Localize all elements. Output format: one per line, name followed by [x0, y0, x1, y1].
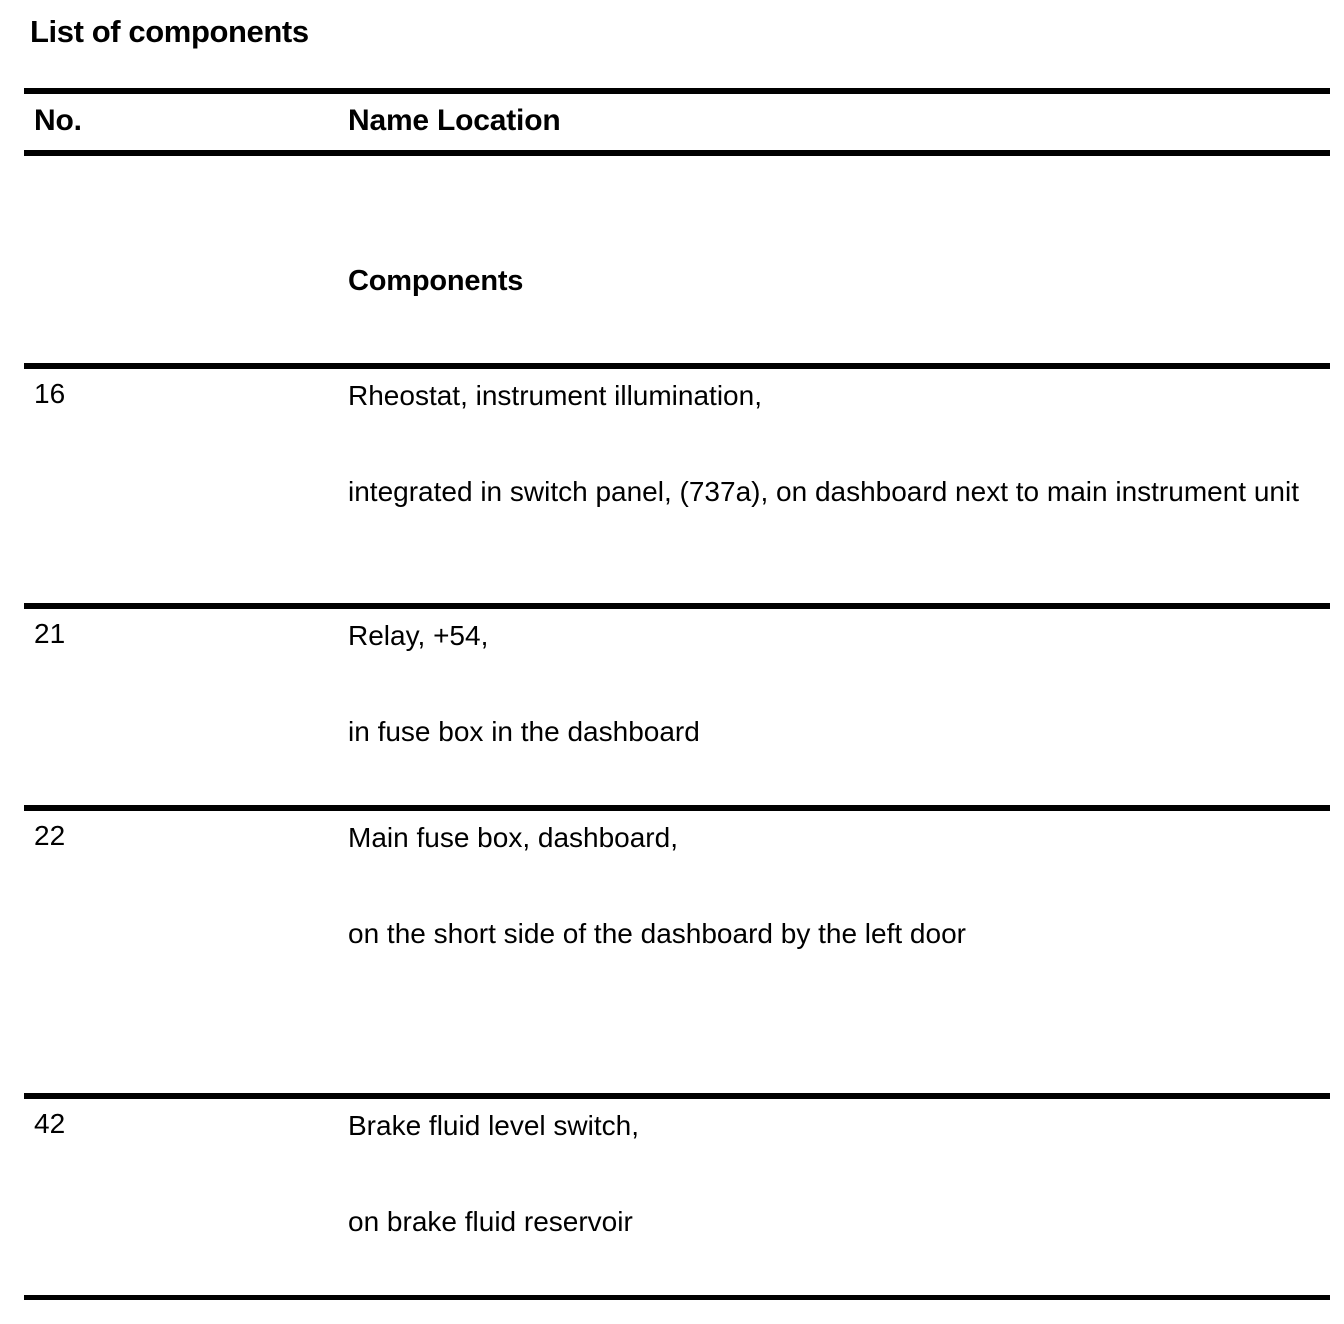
- row-number: 22: [34, 820, 66, 851]
- rule-above-column-headers: [24, 88, 1330, 94]
- rule-above-row-16: [24, 363, 1330, 369]
- row-number: 42: [34, 1108, 66, 1139]
- row-name: Brake fluid level switch,: [348, 1110, 640, 1141]
- rule-above-row-22: [24, 805, 1330, 811]
- row-location: integrated in switch panel, (737a), on d…: [348, 475, 1300, 507]
- row-location: in fuse box in the dashboard: [348, 715, 700, 747]
- row-content: Main fuse box, dashboard, on the short s…: [348, 818, 1328, 954]
- page-title: List of components: [30, 14, 309, 49]
- rule-above-row-21: [24, 603, 1330, 609]
- row-content: Rheostat, instrument illumination, integ…: [348, 376, 1328, 512]
- rule-below-column-headers: [24, 150, 1330, 156]
- row-name: Main fuse box, dashboard,: [348, 822, 678, 853]
- column-header-name-location: Name Location: [348, 104, 561, 137]
- row-number: 21: [34, 618, 66, 649]
- row-location: on the short side of the dashboard by th…: [348, 917, 966, 949]
- row-number: 16: [34, 378, 66, 409]
- row-name: Relay, +54,: [348, 620, 489, 651]
- row-content: Relay, +54, in fuse box in the dashboard: [348, 616, 1328, 752]
- column-header-no: No.: [34, 104, 82, 137]
- row-content: Brake fluid level switch, on brake fluid…: [348, 1106, 1328, 1242]
- row-name: Rheostat, instrument illumination,: [348, 380, 762, 411]
- section-heading-components: Components: [348, 265, 524, 297]
- row-location: on brake fluid reservoir: [348, 1205, 633, 1237]
- rule-above-row-42: [24, 1093, 1330, 1099]
- rule-bottom: [24, 1295, 1330, 1300]
